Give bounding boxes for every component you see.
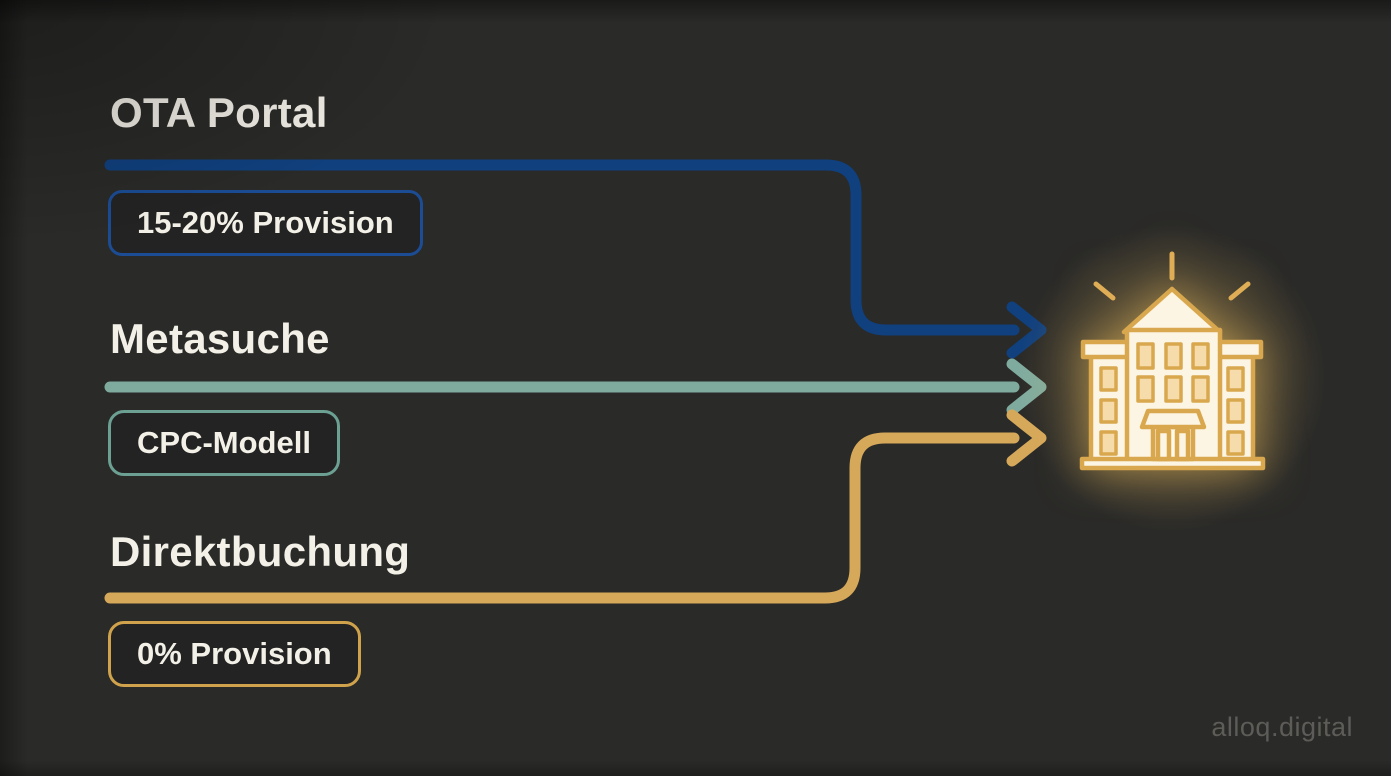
hotel-window <box>1226 398 1245 424</box>
shine-rays <box>1093 251 1251 301</box>
badge-direct-commission: 0% Provision <box>108 621 361 687</box>
hotel-window <box>1099 398 1118 424</box>
hotel-roof <box>1121 286 1223 335</box>
hotel-door-pillar <box>1155 428 1172 462</box>
watermark-text: alloq.digital <box>1211 712 1353 742</box>
hotel-building-icon <box>1079 251 1266 471</box>
hotel-window <box>1226 430 1245 456</box>
channel-title-direct-booking: Direktbuchung <box>110 528 411 575</box>
hotel-window <box>1099 366 1118 392</box>
hotel-window <box>1136 375 1155 403</box>
hotel-door-pillar <box>1174 428 1191 462</box>
hotel-door-awning <box>1139 408 1207 430</box>
hotel-right-cornice <box>1213 339 1264 360</box>
hotel-window <box>1099 430 1118 456</box>
hotel-window <box>1164 375 1183 403</box>
direct-booking-arrow <box>104 409 1047 604</box>
hotel-window <box>1191 342 1210 370</box>
ota-arrow <box>104 159 1047 359</box>
badge-metasearch-model: CPC-Modell <box>108 410 340 476</box>
channel-title-metasearch: Metasuche <box>110 315 330 362</box>
hotel-window <box>1136 342 1155 370</box>
hotel-window <box>1226 366 1245 392</box>
channel-title-ota: OTA Portal <box>110 89 328 136</box>
badge-ota-commission: 15-20% Provision <box>108 190 423 256</box>
hotel-left-cornice <box>1080 339 1131 360</box>
hotel-window <box>1191 375 1210 403</box>
metasearch-arrow <box>104 358 1047 416</box>
hotel-window <box>1164 342 1183 370</box>
